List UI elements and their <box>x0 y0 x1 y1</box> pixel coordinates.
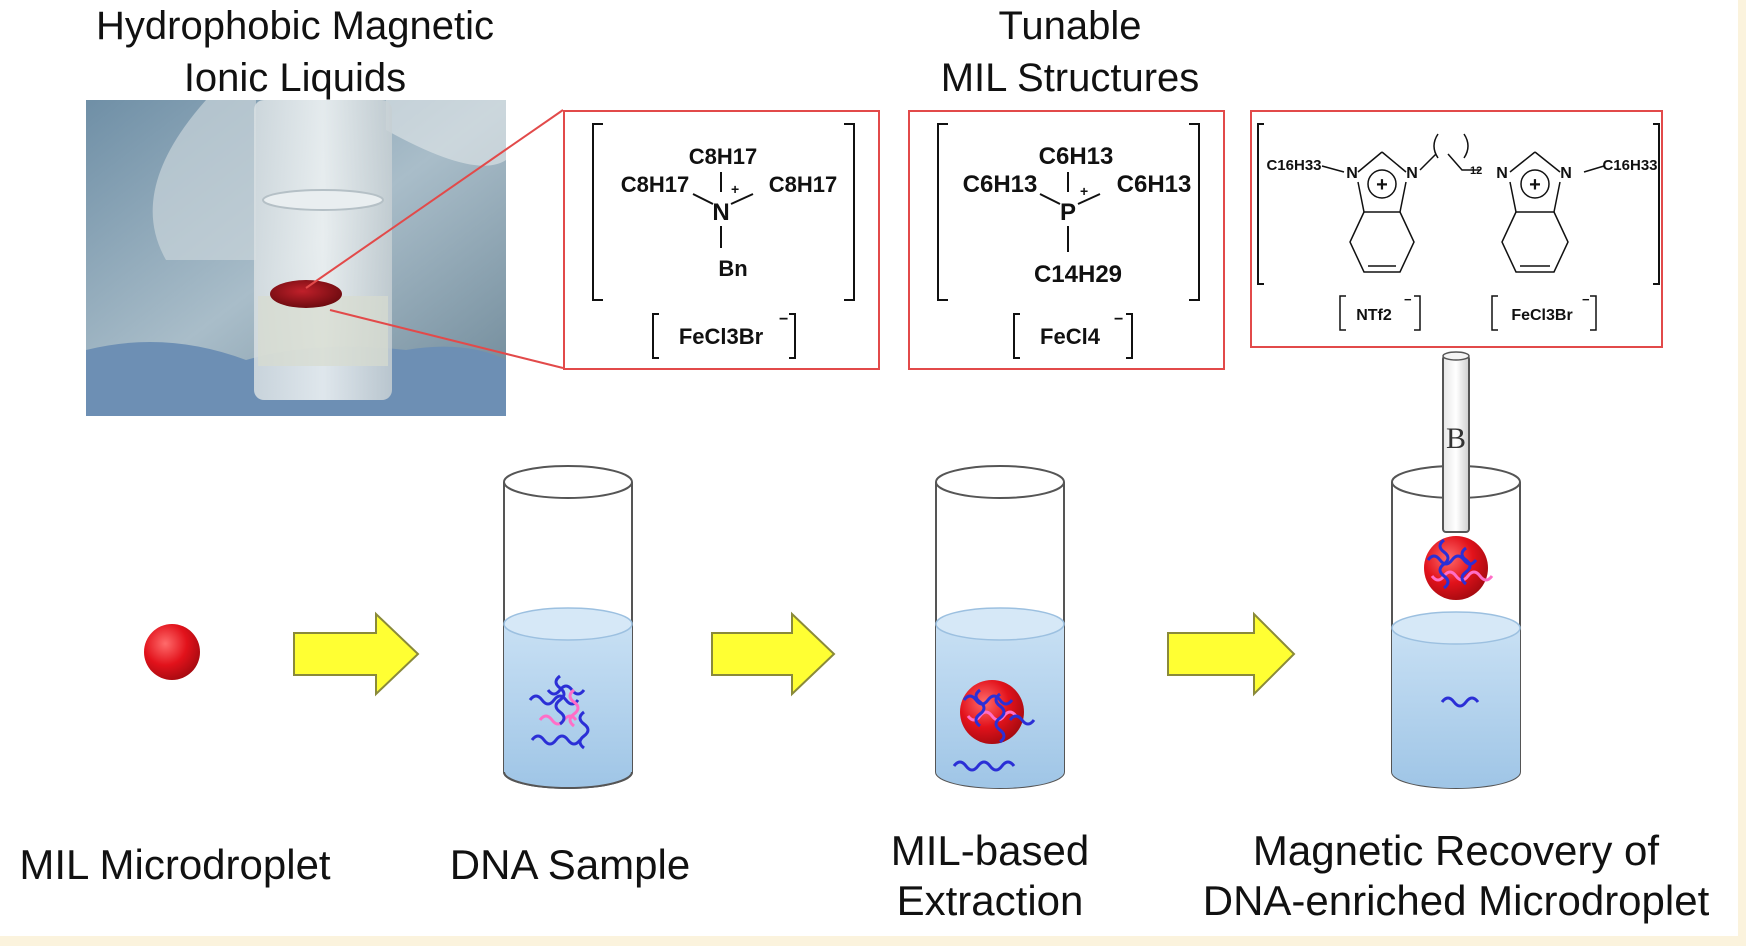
s1-charge: + <box>731 181 739 197</box>
structures-title-line2: MIL Structures <box>940 56 1200 100</box>
s2-bottom-substituent: C14H29 <box>1034 261 1122 288</box>
s3-right-n1: N <box>1496 165 1508 182</box>
s3-left-plus: + <box>1376 174 1388 196</box>
s3-left-n1: N <box>1346 165 1358 182</box>
caption-step-1-line1: MIL Microdroplet <box>19 841 331 888</box>
s2-right-substituent: C6H13 <box>1117 171 1192 198</box>
dna-recovered <box>1426 538 1494 590</box>
s3-anion-1: NTf2 <box>1356 307 1392 324</box>
caption-step-4-line1: Magnetic Recovery of <box>1252 827 1660 874</box>
extraction-droplet <box>960 680 1024 744</box>
s1-anion-charge: − <box>779 311 788 328</box>
structure-box-dicationic: C16H33 C16H33 N N + 12 N N + <box>1250 110 1663 348</box>
s3-anion-2: FeCl3Br <box>1511 307 1572 324</box>
s2-left-substituent: C6H13 <box>963 171 1038 198</box>
residual-dna-recovery <box>1440 696 1480 708</box>
caption-step-3-line1: MIL-based <box>890 827 1090 874</box>
arrow-3 <box>1167 611 1296 697</box>
arrow-2 <box>711 611 836 697</box>
s2-charge: + <box>1080 183 1088 199</box>
caption-step-2-line1: DNA Sample <box>449 841 691 888</box>
structures-title-line1: Tunable <box>998 4 1142 48</box>
s1-center-atom: N <box>712 199 729 226</box>
photo-title-line2: Ionic Liquids <box>183 56 407 100</box>
arrow-1 <box>293 611 420 697</box>
caption-step-3-line2: Extraction <box>896 877 1084 924</box>
s3-anion-2-charge: − <box>1582 292 1590 307</box>
s1-bottom-substituent: Bn <box>718 256 747 281</box>
magnet-label: B <box>1446 422 1466 455</box>
caption-step-3: MIL-based Extraction <box>850 826 1130 926</box>
structure-box-phosphonium: C6H13 C6H13 C6H13 + P C14H29 FeCl4 − <box>908 110 1225 370</box>
s3-right-chain: C16H33 <box>1602 157 1657 174</box>
dna-in-droplet <box>962 688 1036 744</box>
s3-linker-count: 12 <box>1470 165 1482 177</box>
dna-strands <box>528 674 590 750</box>
caption-step-1: MIL Microdroplet <box>0 840 350 890</box>
photo-title: Hydrophobic Magnetic Ionic Liquids <box>60 0 530 104</box>
caption-step-2: DNA Sample <box>420 840 720 890</box>
s1-anion: FeCl3Br <box>679 324 764 349</box>
vial-dna-sample <box>503 465 633 789</box>
vial-extraction <box>935 465 1065 789</box>
structures-title: Tunable MIL Structures <box>870 0 1270 104</box>
s3-right-n2: N <box>1560 165 1572 182</box>
s3-right-plus: + <box>1529 174 1541 196</box>
right-border-strip <box>1738 0 1746 946</box>
vial-recovery: B <box>1391 351 1521 789</box>
s1-right-substituent: C8H17 <box>769 172 837 197</box>
bottom-border-strip <box>0 936 1746 946</box>
caption-step-4-line2: DNA-enriched Microdroplet <box>1202 877 1710 924</box>
recovered-droplet <box>1424 536 1488 600</box>
s3-anion-1-charge: − <box>1404 292 1412 307</box>
photo-title-line1: Hydrophobic Magnetic <box>96 4 494 48</box>
s1-left-substituent: C8H17 <box>621 172 689 197</box>
caption-step-4: Magnetic Recovery of DNA-enriched Microd… <box>1176 826 1736 926</box>
s2-anion-charge: − <box>1114 311 1123 328</box>
mil-microdroplet <box>144 624 200 680</box>
structure-box-ammonium: C8H17 C8H17 C8H17 + N Bn FeCl3Br − <box>563 110 880 370</box>
s2-anion: FeCl4 <box>1040 324 1101 349</box>
s1-top-substituent: C8H17 <box>689 144 757 169</box>
residual-dna <box>952 760 1016 772</box>
s3-left-n2: N <box>1406 165 1418 182</box>
s3-left-chain: C16H33 <box>1266 157 1321 174</box>
s2-center-atom: P <box>1060 199 1076 226</box>
s2-top-substituent: C6H13 <box>1039 143 1114 170</box>
